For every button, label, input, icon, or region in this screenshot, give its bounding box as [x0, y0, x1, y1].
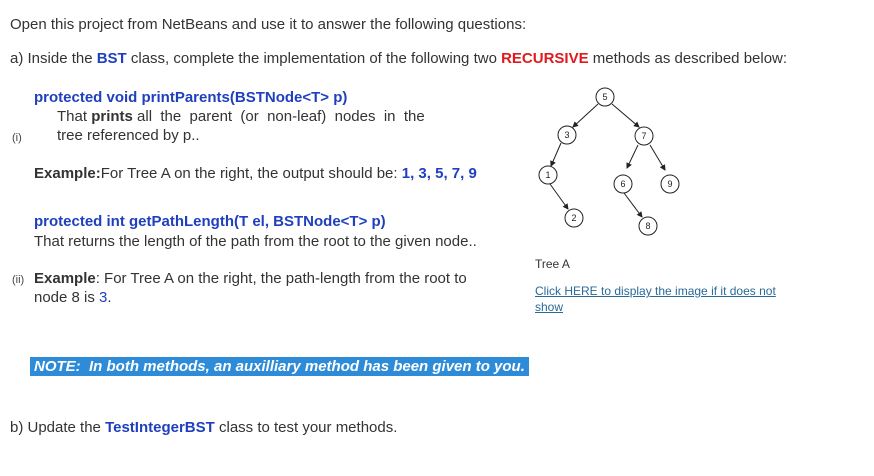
example-label: Example:	[34, 165, 101, 182]
node-label: 1	[545, 170, 550, 180]
example-text: For Tree A on the right, the output shou…	[100, 165, 402, 182]
node-label: 9	[667, 179, 672, 189]
method2-example-line1: Example: For Tree A on the right, the pa…	[34, 270, 467, 287]
note-text: NOTE: In both methods, an auxilliary met…	[30, 357, 529, 376]
part-b-prefix: b) Update the	[10, 419, 106, 436]
prints-bold: prints	[91, 108, 133, 125]
method2-example-line2: node 8 is 3.	[34, 289, 112, 306]
test-class-name: TestIntegerBST	[105, 419, 215, 436]
edge-3-1	[550, 142, 562, 167]
method2-signature: protected int getPathLength(T el, BSTNod…	[34, 213, 386, 230]
link-line1[interactable]: Click HERE to display the image if it do…	[535, 284, 776, 298]
node-2	[564, 208, 584, 228]
edge-5-3	[572, 103, 599, 128]
intro-text: Open this project from NetBeans and use …	[10, 16, 527, 33]
node-8	[638, 216, 658, 236]
method1-desc-line2: tree referenced by p..	[57, 127, 200, 144]
node-label: 2	[571, 213, 576, 223]
example-label: Example	[34, 270, 96, 287]
example-end: .	[107, 289, 112, 306]
bst-class-name: BST	[96, 50, 127, 67]
recursive-keyword: RECURSIVE	[501, 50, 589, 67]
node-5	[595, 87, 615, 107]
node-6	[613, 174, 633, 194]
node-label: 3	[564, 130, 569, 140]
method1-signature: protected void printParents(BSTNode<T> p…	[34, 89, 348, 106]
method1-number: (i)	[12, 132, 22, 144]
node-label: 5	[602, 92, 607, 102]
edge-7-9	[649, 144, 666, 171]
part-a-prefix: a) Inside the	[10, 50, 97, 67]
example-value: 3	[99, 289, 108, 306]
method1-desc-part: That	[57, 108, 92, 125]
node-label: 7	[641, 131, 646, 141]
example-line2: node 8 is	[34, 289, 100, 306]
edge-1-2	[549, 183, 569, 210]
part-b-suffix: class to test your methods.	[214, 419, 398, 436]
edge-6-8	[623, 192, 643, 218]
method1-desc-line1: That prints all the parent (or non-leaf)…	[57, 108, 425, 125]
node-1	[538, 165, 558, 185]
part-a-middle: class, complete the implementation of th…	[126, 50, 502, 67]
node-3	[557, 125, 577, 145]
note-banner: NOTE: In both methods, an auxilliary met…	[30, 357, 529, 376]
node-label: 8	[645, 221, 650, 231]
example-text: : For Tree A on the right, the path-leng…	[95, 270, 467, 287]
node-label: 6	[620, 179, 625, 189]
part-a-heading: a) Inside the BST class, complete the im…	[10, 50, 787, 67]
tree-caption: Tree A	[535, 257, 570, 271]
example-values: 1, 3, 5, 7, 9	[401, 165, 477, 182]
method2-number: (ii)	[12, 274, 25, 286]
node-7	[634, 126, 654, 146]
method2-desc: That returns the length of the path from…	[34, 233, 477, 250]
link-line2[interactable]: show	[535, 300, 564, 314]
part-a-suffix: methods as described below:	[588, 50, 788, 67]
method1-example: Example:For Tree A on the right, the out…	[34, 165, 477, 182]
image-fallback-link[interactable]: Click HERE to display the image if it do…	[535, 284, 776, 315]
edge-7-6	[626, 144, 639, 169]
edge-5-7	[611, 103, 640, 128]
node-9	[660, 174, 680, 194]
tree-a-diagram: 5 3 7 1 6 9 2 8	[538, 87, 680, 236]
method1-desc-rest: all the parent (or non-leaf) nodes in th…	[132, 108, 425, 125]
part-b-heading: b) Update the TestIntegerBST class to te…	[10, 419, 397, 436]
